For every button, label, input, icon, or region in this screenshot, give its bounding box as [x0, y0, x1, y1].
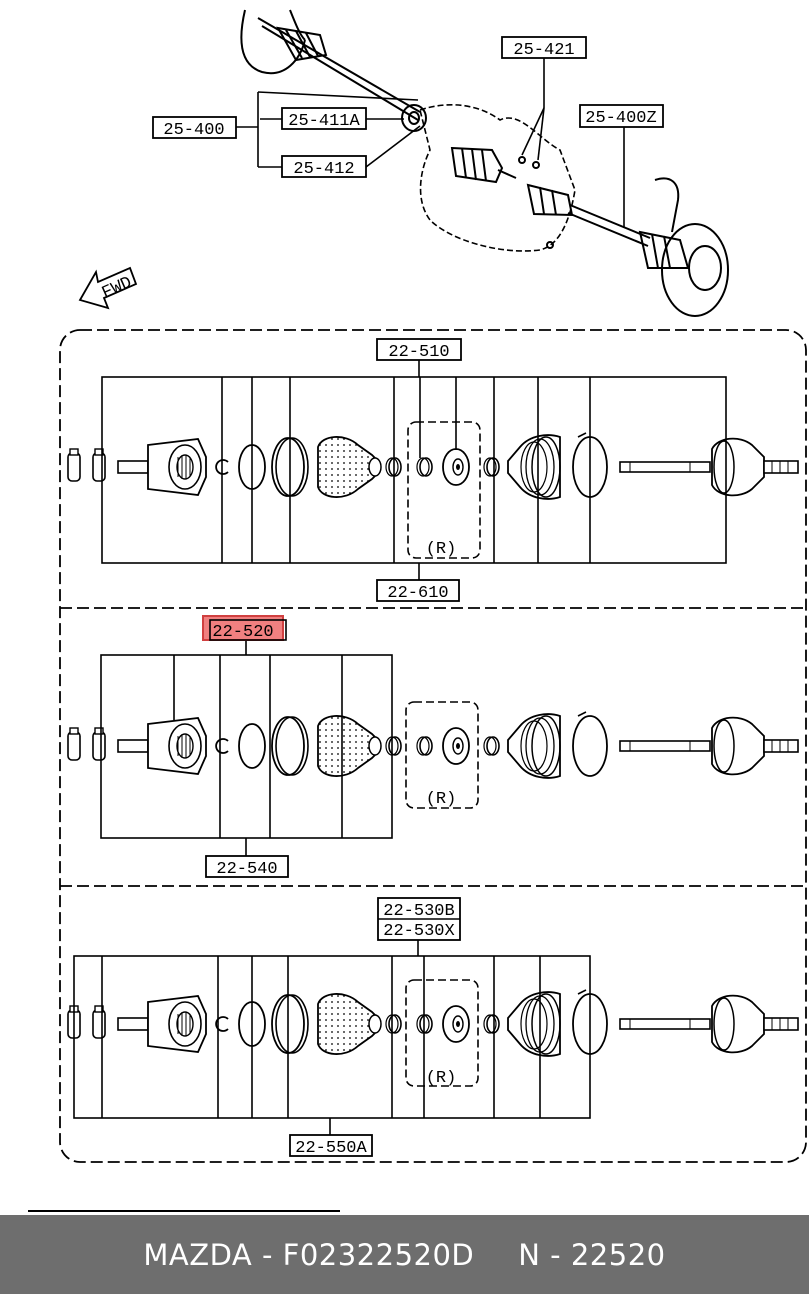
label-22-530b-530x: 22-530B 22-530X	[377, 897, 461, 941]
svg-text:22-610: 22-610	[387, 584, 448, 603]
svg-text:25-412: 25-412	[293, 160, 354, 179]
exploded-parts-diagram: 25-400 25-411A 25-412 25-421 25-400Z FWD	[28, 9, 807, 1212]
svg-text:(R): (R)	[426, 540, 457, 559]
svg-text:22-530X: 22-530X	[383, 922, 454, 941]
label-22-550a: 22-550A	[289, 1134, 373, 1158]
overview-leaders	[236, 58, 625, 228]
svg-text:25-400: 25-400	[163, 121, 224, 140]
kit-set-3: (R) 22-530B 22-530X 22-550A	[67, 897, 799, 1158]
kit-set-1: (R) 22-510 22-610	[67, 338, 799, 603]
kit-sets-frame	[59, 329, 807, 1163]
svg-text:22-550A: 22-550A	[295, 1139, 367, 1158]
fwd-arrow-icon: FWD	[78, 266, 138, 310]
label-25-412: 25-412	[281, 155, 367, 179]
label-22-510: 22-510	[376, 338, 462, 362]
svg-text:22-530B: 22-530B	[383, 902, 454, 921]
kit-set-2: (R) 22-520 22-540	[67, 615, 799, 879]
label-22-610: 22-610	[376, 579, 460, 603]
label-25-411a: 25-411A	[281, 107, 367, 131]
svg-text:25-421: 25-421	[513, 41, 574, 60]
reference-number: N - 22520	[518, 1237, 666, 1272]
svg-text:22-510: 22-510	[388, 343, 449, 362]
svg-text:(R): (R)	[426, 1069, 457, 1088]
svg-text:25-411A: 25-411A	[288, 112, 360, 131]
label-25-400z: 25-400Z	[579, 104, 664, 128]
brand-part-number: MAZDA - F02322520D	[143, 1237, 475, 1272]
label-22-540: 22-540	[205, 855, 289, 879]
svg-text:22-520: 22-520	[212, 623, 273, 642]
label-25-400: 25-400	[152, 116, 237, 140]
overview-drawing	[240, 9, 729, 317]
part-number-footer: MAZDA - F02322520D N - 22520	[0, 1215, 809, 1294]
svg-text:(R): (R)	[426, 790, 457, 809]
label-22-520-highlighted: 22-520	[202, 615, 287, 642]
label-25-421: 25-421	[501, 36, 587, 60]
svg-text:22-540: 22-540	[216, 860, 277, 879]
svg-text:25-400Z: 25-400Z	[585, 109, 656, 128]
